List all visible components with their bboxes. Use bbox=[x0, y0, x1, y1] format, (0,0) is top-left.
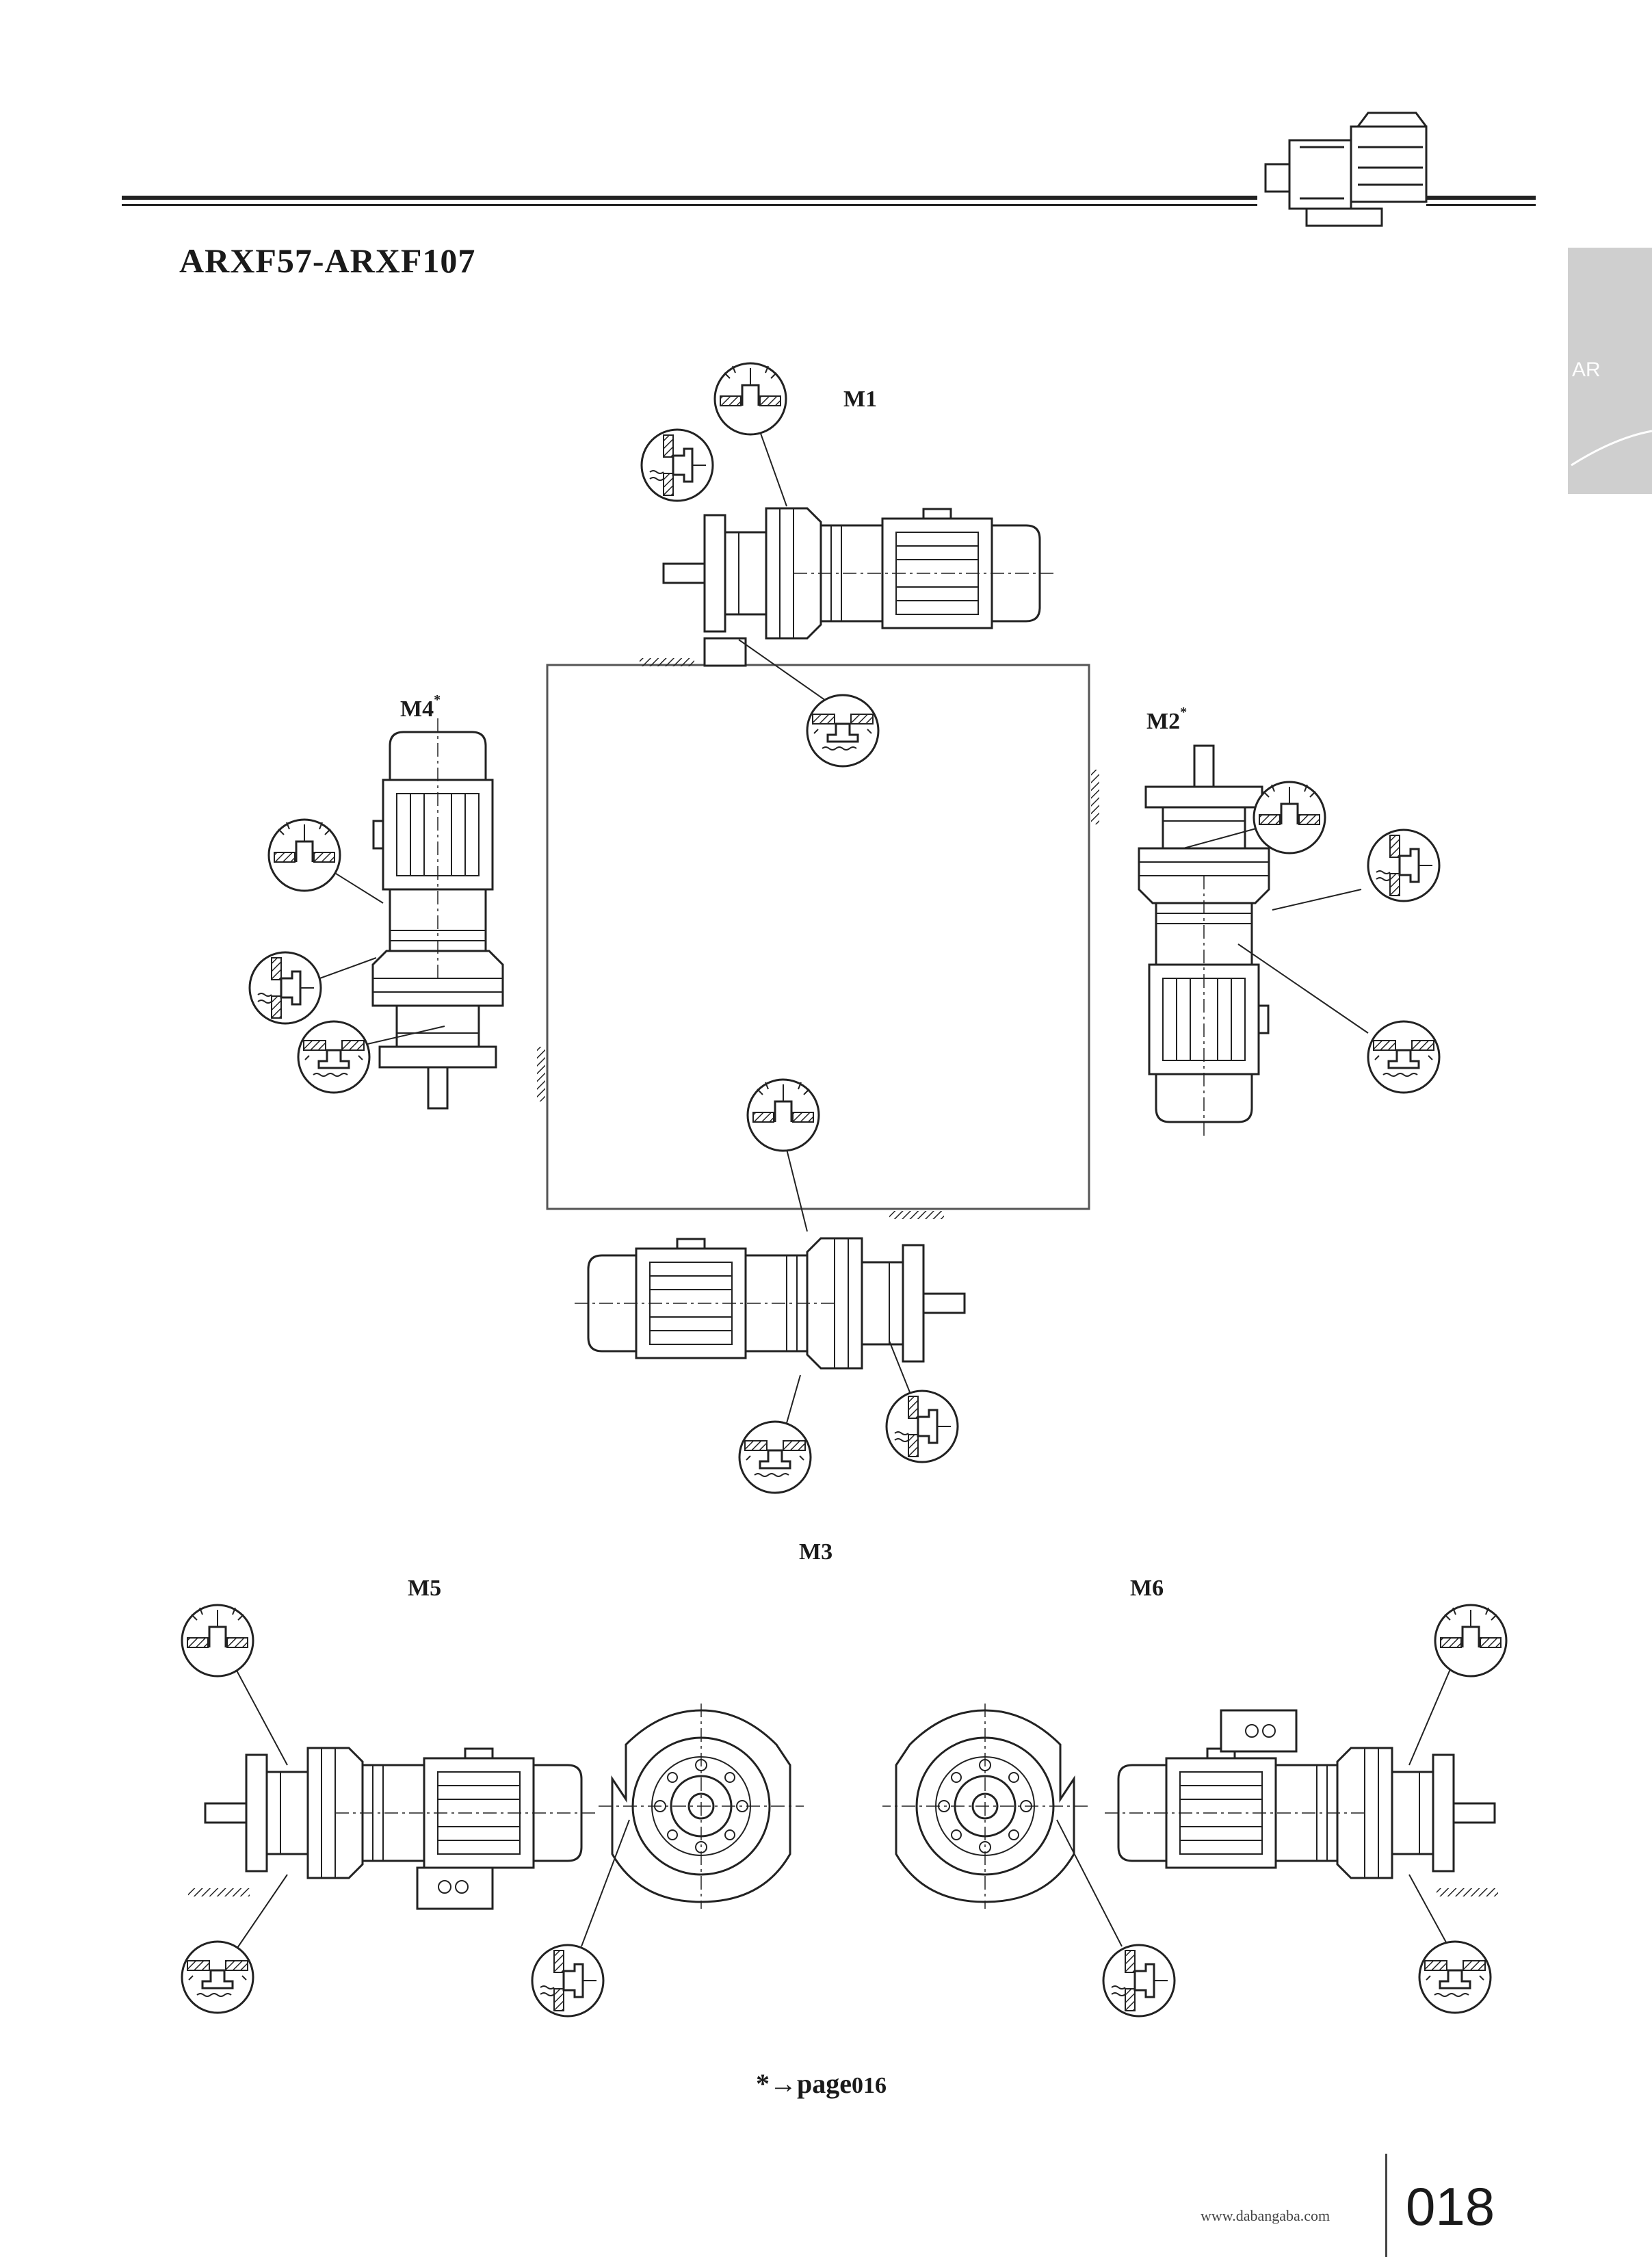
m5-drain-icon bbox=[181, 1940, 254, 2014]
footnote-page-reference: *→page016 bbox=[756, 2067, 887, 2100]
m4-level-icon bbox=[248, 951, 322, 1025]
m6-flange-end-view bbox=[881, 1702, 1089, 1910]
m1-drain-icon bbox=[806, 694, 880, 768]
m2-footnote-mark: * bbox=[1180, 705, 1188, 720]
page-number: 018 bbox=[1406, 2176, 1495, 2236]
m1-mount-base bbox=[640, 658, 694, 666]
label-m5: M5 bbox=[408, 1576, 442, 1601]
m6-vent-icon bbox=[1434, 1604, 1508, 1678]
m6-gearmotor bbox=[1103, 1709, 1496, 1879]
label-m3: M3 bbox=[799, 1539, 833, 1565]
m3-drain-icon bbox=[738, 1420, 812, 1494]
header-rule-thick-right bbox=[1426, 196, 1536, 200]
footnote-page: 016 bbox=[852, 2073, 887, 2098]
model-range-title: ARXF57-ARXF107 bbox=[179, 242, 476, 280]
header-rule-thick-left bbox=[122, 196, 1257, 200]
m5-flange-end-view bbox=[597, 1702, 805, 1910]
header-rule-thin-left bbox=[122, 204, 1257, 206]
side-tab-label: AR bbox=[1572, 358, 1601, 381]
m6-mount-base bbox=[1437, 1888, 1498, 1896]
label-m1: M1 bbox=[843, 387, 878, 412]
m4-footnote-mark: * bbox=[434, 692, 441, 707]
m1-gearmotor bbox=[662, 507, 1055, 667]
header-rule-thin-right bbox=[1426, 204, 1536, 206]
m2-level-icon bbox=[1367, 829, 1441, 902]
footer-website: www.dabangaba.com bbox=[1201, 2207, 1330, 2224]
m2-drain-icon bbox=[1367, 1020, 1441, 1094]
label-m4: M4* bbox=[400, 692, 441, 722]
m4-gearmotor bbox=[371, 717, 504, 1110]
m3-level-icon bbox=[885, 1390, 959, 1463]
machine-frame bbox=[546, 664, 1090, 1210]
label-m6: M6 bbox=[1130, 1576, 1164, 1601]
footer-divider bbox=[1385, 2154, 1387, 2257]
m4-mount-base bbox=[537, 1047, 545, 1101]
m3-vent-icon bbox=[746, 1078, 820, 1152]
m2-gearmotor bbox=[1138, 744, 1270, 1137]
m4-drain-icon bbox=[297, 1020, 371, 1094]
m5-vent-icon bbox=[181, 1604, 254, 1678]
m2-vent-icon bbox=[1253, 781, 1326, 854]
m6-drain-icon bbox=[1418, 1940, 1492, 2014]
m4-vent-icon bbox=[267, 818, 341, 892]
m3-gearmotor bbox=[573, 1237, 966, 1370]
footnote-text: *→page bbox=[756, 2068, 852, 2099]
m5-gearmotor bbox=[204, 1747, 596, 1910]
m6-level-icon bbox=[1102, 1944, 1176, 2018]
m2-mount-base bbox=[1091, 770, 1099, 824]
m3-mount-base bbox=[889, 1211, 944, 1219]
m1-level-icon bbox=[640, 428, 714, 502]
m5-level-icon bbox=[531, 1944, 605, 2018]
label-m2: M2* bbox=[1146, 705, 1188, 734]
m5-mount-base bbox=[188, 1888, 250, 1896]
m1-vent-icon bbox=[713, 362, 787, 436]
